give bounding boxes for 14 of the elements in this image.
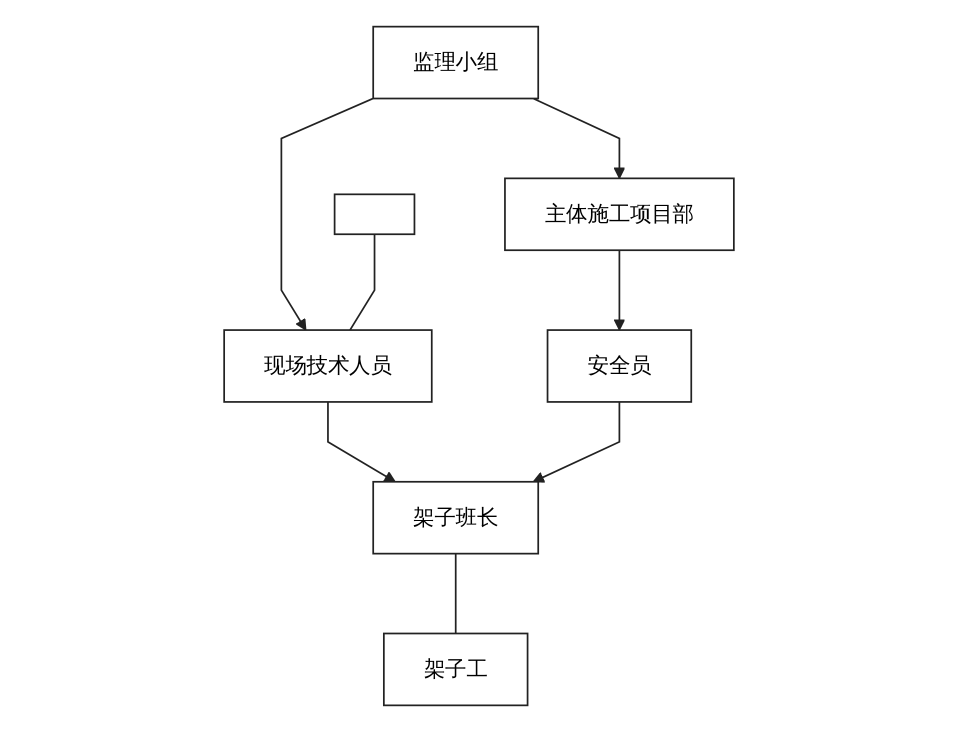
node-box <box>334 192 416 235</box>
arrow <box>327 401 396 482</box>
node-box: 现场技术人员 <box>223 328 433 402</box>
arrow <box>532 401 620 482</box>
arrow <box>614 250 626 330</box>
node-box: 架子班长 <box>372 480 540 554</box>
node-box: 架子工 <box>382 632 528 706</box>
arrow <box>280 97 374 330</box>
node-box: 主体施工项目部 <box>504 176 735 251</box>
arrow <box>532 97 626 178</box>
connector <box>454 553 457 633</box>
node-box: 安全员 <box>546 328 692 402</box>
connector <box>349 234 376 330</box>
node-box: 监理小组 <box>372 25 540 99</box>
